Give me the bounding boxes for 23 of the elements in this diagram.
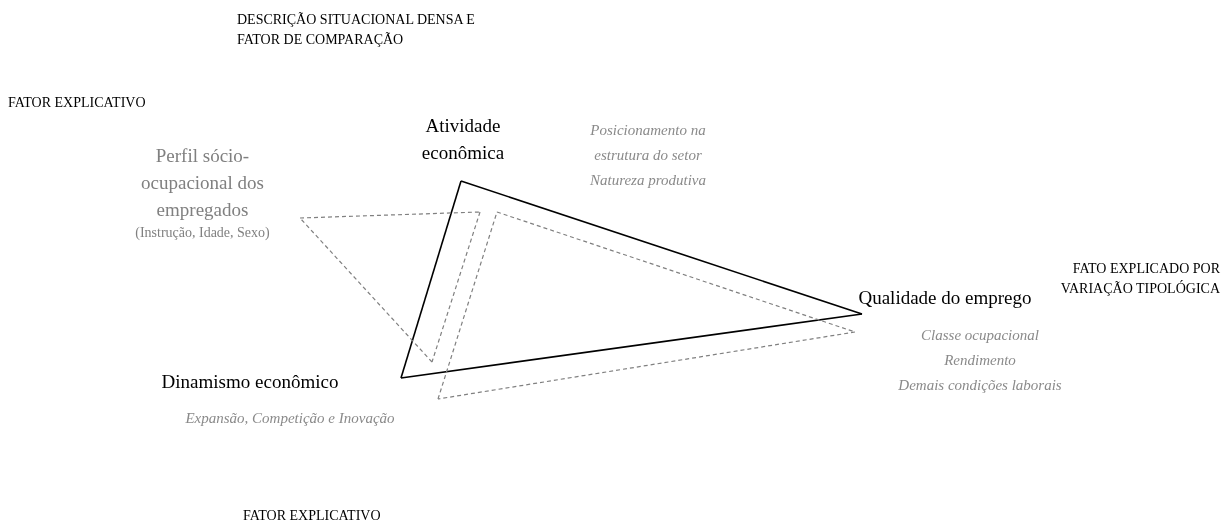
dashed-line	[299, 217, 433, 363]
node-annotation: Natureza produtiva	[589, 171, 707, 190]
dashed-line	[431, 211, 481, 363]
section-heading: DESCRIÇÃO SITUACIONAL DENSA E FATOR DE COMPARAÇÃO	[237, 11, 476, 49]
triangle-side	[400, 313, 863, 379]
node-subtitle: (Instrução, Idade, Sexo)	[134, 224, 271, 242]
node-annotation: Expansão, Competição e Inovação	[184, 409, 396, 428]
node-annotation: Classe ocupacional	[920, 326, 1040, 345]
node-title: Atividade econômica	[420, 114, 506, 165]
triangle-side	[400, 180, 462, 379]
node-annotation: Rendimento	[943, 351, 1017, 370]
dashed-line	[299, 211, 481, 219]
section-heading: FATO EXPLICADO POR VARIAÇÃO TIPOLÓGICA	[1059, 260, 1220, 298]
section-heading: FATOR EXPLICATIVO	[243, 507, 382, 525]
node-annotation: Demais condições laborais	[897, 376, 1063, 395]
dashed-line	[437, 331, 856, 400]
section-heading: FATOR EXPLICATIVO	[8, 94, 147, 112]
node-title: Dinamismo econômico	[160, 370, 340, 394]
dashed-line	[496, 211, 856, 333]
triangle-side	[460, 180, 863, 315]
node-annotation: Posicionamento na estrutura do setor	[589, 121, 707, 165]
node-title: Perfil sócio-ocupacional dos empregados	[140, 144, 265, 222]
node-title: Qualidade do emprego	[857, 286, 1033, 310]
